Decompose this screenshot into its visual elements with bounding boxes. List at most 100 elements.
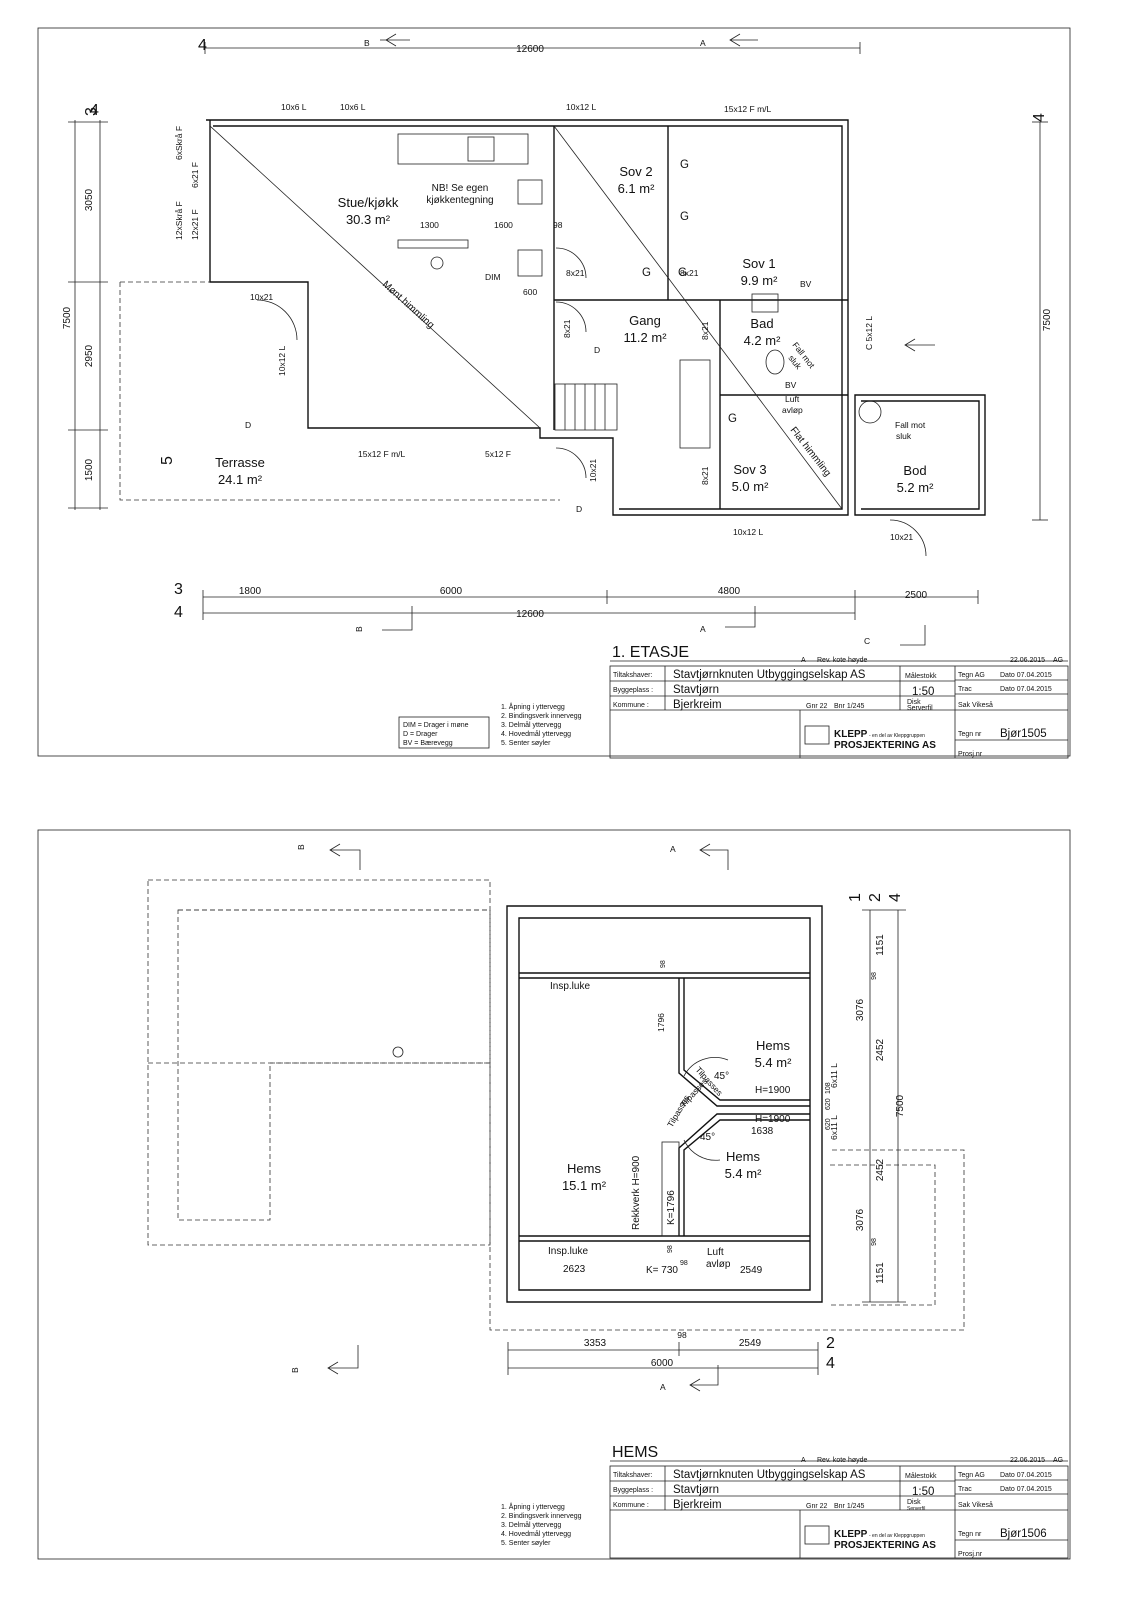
dim-7500-left: 7500 (62, 306, 73, 329)
room-name: Terrasse (215, 455, 265, 470)
svg-text:B: B (290, 1367, 300, 1373)
axis-label: 1 (847, 893, 864, 902)
wardrobe-label: G (678, 267, 687, 279)
company-logo-text: KLEPP (834, 729, 868, 740)
svg-text:45°: 45° (714, 1071, 729, 1082)
section-arrow-icon (382, 606, 413, 631)
svg-text:Tegn nr: Tegn nr (958, 1531, 982, 1538)
axis-label: 4 (198, 37, 207, 54)
room-name: Gang (629, 313, 661, 328)
svg-text:Dato 07.04.2015: Dato 07.04.2015 (1000, 1486, 1052, 1493)
section-arrow-icon (725, 606, 756, 628)
svg-text:Kommune :: Kommune : (613, 702, 649, 709)
svg-text:1151: 1151 (875, 934, 886, 956)
drawing-number: Bjør1506 (1000, 1528, 1047, 1540)
svg-text:Sak Vikeså: Sak Vikeså (958, 1501, 993, 1509)
room-area: 5.4 m² (725, 1166, 763, 1181)
svg-text:6000: 6000 (651, 1358, 674, 1369)
dim-12600-bottom: 12600 (516, 609, 544, 620)
svg-text:Trac: Trac (958, 686, 972, 693)
opening-label: 10x12 L (733, 527, 764, 537)
note-item: 3. Delmål yttervegg (501, 721, 561, 729)
roof-outline (147, 879, 491, 1246)
section-arrow-icon (327, 1345, 359, 1375)
ceiling-diagonal (553, 125, 843, 510)
svg-text:Prosj.nr: Prosj.nr (958, 1551, 983, 1558)
section-mark-b: B (354, 626, 364, 632)
note-item: 2. Bindingsverk innervegg (501, 713, 582, 720)
svg-text:Tiltakshaver:: Tiltakshaver: (613, 1472, 652, 1479)
svg-text:6x11 L: 6x11 L (829, 1115, 839, 1140)
opening-label: 10x12 L (566, 102, 597, 112)
scale: 1:50 (912, 686, 934, 698)
legend-item: BV = Bærevegg (403, 740, 453, 747)
svg-text:- en del av Kleppgruppen: - en del av Kleppgruppen (869, 733, 925, 739)
svg-text:Dato 07.04.2015: Dato 07.04.2015 (1000, 1472, 1052, 1479)
svg-text:2452: 2452 (875, 1038, 886, 1061)
drawing-number: Bjør1505 (1000, 728, 1047, 740)
svg-text:1796: 1796 (656, 1013, 666, 1032)
svg-text:620: 620 (825, 1118, 832, 1130)
site-name: Stavtjørn (673, 684, 719, 696)
svg-text:2452: 2452 (875, 1158, 886, 1181)
axis-label: 4 (826, 1355, 835, 1372)
room-area: 5.2 m² (897, 480, 935, 495)
svg-text:H=1900: H=1900 (755, 1085, 791, 1096)
loft-walls (506, 905, 823, 1303)
opening-label: 10x6 L (281, 102, 307, 112)
svg-text:Trac: Trac (958, 1486, 972, 1493)
legend-item: DIM = Drager i møne (403, 722, 469, 729)
opening-label: 8x21 (566, 268, 585, 278)
section-mark-c: C (864, 636, 870, 646)
svg-text:H=1900: H=1900 (755, 1114, 791, 1125)
dim-3050: 3050 (84, 188, 95, 211)
room-name: Sov 3 (733, 462, 766, 477)
note: NB! Se egen (432, 183, 489, 194)
ceiling-note: Mønt himmling (380, 279, 436, 331)
chimney-icon (392, 1046, 404, 1058)
dim-label: 600 (523, 287, 537, 297)
section-arrow-icon (904, 338, 935, 352)
svg-text:Gnr 22: Gnr 22 (806, 703, 828, 710)
municipality: Bjerkreim (673, 1499, 722, 1511)
section-mark-a: A (700, 624, 706, 634)
opening-label: 15x12 F m/L (724, 104, 772, 114)
axis-label: 5 (159, 456, 176, 465)
svg-text:Tegn nr: Tegn nr (958, 731, 982, 738)
svg-text:Gnr 22: Gnr 22 (806, 1503, 828, 1510)
note-item: 3. Delmål yttervegg (501, 1521, 561, 1529)
room-name: Hems (726, 1149, 760, 1164)
svg-text:Tegn AG: Tegn AG (958, 672, 985, 679)
axis-label: 4 (90, 102, 99, 119)
hatch-label: Insp.luke (550, 981, 590, 992)
wardrobe-label: G (642, 267, 651, 279)
room-name: Bod (903, 463, 926, 478)
svg-text:98: 98 (871, 972, 878, 980)
hatch-label: Insp.luke (548, 1246, 588, 1257)
svg-text:Bnr 1/245: Bnr 1/245 (834, 1503, 864, 1510)
section-arrow-icon (380, 33, 410, 47)
door-swing (889, 519, 927, 557)
column-icon (430, 256, 444, 270)
wardrobe-label: G (728, 413, 737, 425)
note: Fall mot (895, 420, 926, 430)
company-logo-icon (804, 1525, 830, 1545)
svg-text:22.06.2015: 22.06.2015 (1010, 657, 1045, 664)
svg-text:Byggeplass :: Byggeplass : (613, 1487, 653, 1494)
svg-text:98: 98 (660, 960, 667, 968)
owner-name: Stavtjørnknuten Utbyggingselskap AS (673, 1469, 866, 1481)
dim-4800: 4800 (718, 586, 741, 597)
svg-text:22.06.2015: 22.06.2015 (1010, 1457, 1045, 1464)
washbasin-icon (751, 293, 779, 313)
door-swing (555, 301, 587, 333)
sheet-2-loft-plan: Hems 5.4 m² Hems 5.4 m² Hems 15.1 m² Ins… (37, 829, 1071, 1560)
company-logo-text: KLEPP (834, 1529, 868, 1540)
section-arrow-icon (329, 843, 361, 870)
svg-text:98: 98 (667, 1245, 674, 1253)
svg-text:Disk: Disk (907, 1499, 921, 1506)
svg-text:Rev. kote høyde: Rev. kote høyde (817, 657, 868, 664)
title-block: A Rev. kote høyde 22.06.2015 AG Tiltaksh… (609, 1457, 1069, 1559)
opening-label: 12xSkrå F (174, 201, 184, 240)
note-item: 4. Hovedmål yttervegg (501, 1530, 571, 1538)
svg-text:Disk: Disk (907, 699, 921, 706)
